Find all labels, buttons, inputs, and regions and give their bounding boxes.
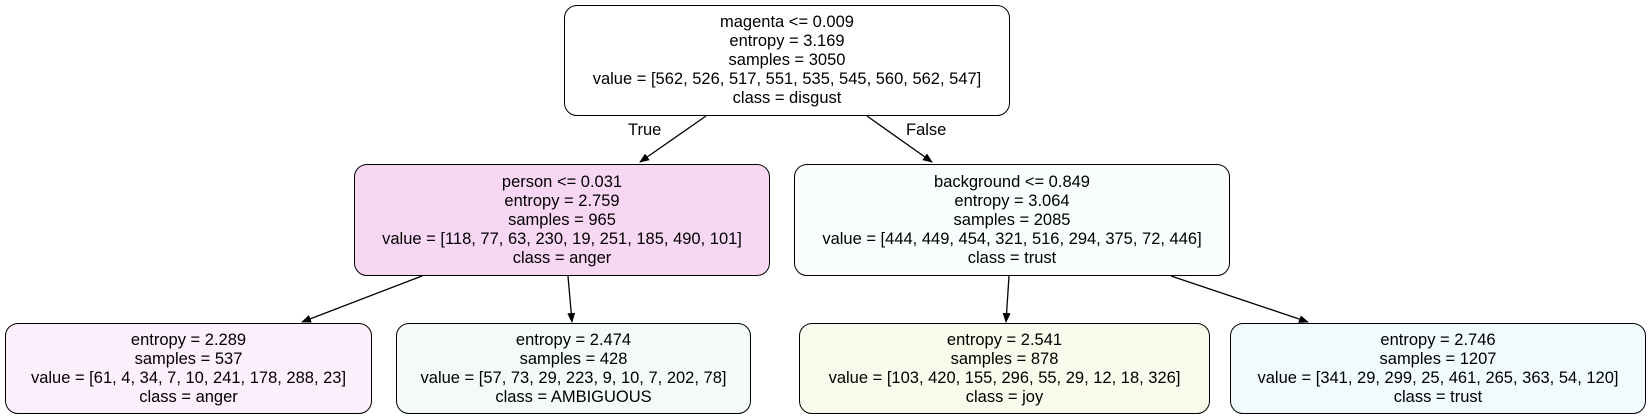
node-class: class = anger <box>139 387 238 406</box>
tree-node-right: background <= 0.849 entropy = 3.064 samp… <box>794 164 1230 276</box>
tree-leaf-left-right: entropy = 2.474 samples = 428 value = [5… <box>396 323 751 414</box>
edge-left-to-left-right <box>567 275 576 323</box>
tree-leaf-right-left: entropy = 2.541 samples = 878 value = [1… <box>799 323 1210 414</box>
node-value: value = [562, 526, 517, 551, 535, 545, 5… <box>592 70 982 88</box>
tree-leaf-left-left: entropy = 2.289 samples = 537 value = [6… <box>5 323 372 414</box>
node-split-condition: magenta <= 0.009 <box>720 13 854 31</box>
node-class: class = trust <box>967 248 1057 267</box>
node-samples: samples = 428 <box>519 349 628 368</box>
tree-leaf-right-right: entropy = 2.746 samples = 1207 value = [… <box>1230 323 1646 414</box>
node-value: value = [57, 73, 29, 223, 9, 10, 7, 202,… <box>420 368 727 387</box>
node-entropy: entropy = 2.759 <box>504 191 620 210</box>
node-value: value = [118, 77, 63, 230, 19, 251, 185,… <box>382 229 742 248</box>
node-value: value = [341, 29, 299, 25, 461, 265, 363… <box>1257 368 1619 387</box>
node-class: class = joy <box>965 387 1044 406</box>
node-entropy: entropy = 3.169 <box>729 32 845 50</box>
node-entropy: entropy = 3.064 <box>954 191 1070 210</box>
node-class: class = disgust <box>732 89 842 107</box>
node-samples: samples = 2085 <box>953 210 1071 229</box>
edge-right-to-right-left <box>1002 275 1011 323</box>
node-value: value = [61, 4, 34, 7, 10, 241, 178, 288… <box>30 368 347 387</box>
node-entropy: entropy = 2.541 <box>946 330 1063 349</box>
node-class: class = trust <box>1393 387 1483 406</box>
node-samples: samples = 1207 <box>1379 349 1497 368</box>
edge-right-to-right-right <box>1170 275 1309 323</box>
node-class: class = AMBIGUOUS <box>495 387 652 406</box>
node-split-condition: person <= 0.031 <box>501 172 623 191</box>
node-samples: samples = 3050 <box>728 51 846 69</box>
node-split-condition: background <= 0.849 <box>934 172 1090 191</box>
node-samples: samples = 878 <box>950 349 1059 368</box>
node-entropy: entropy = 2.746 <box>1380 330 1496 349</box>
node-samples: samples = 965 <box>508 210 616 229</box>
tree-node-root: magenta <= 0.009 entropy = 3.169 samples… <box>564 5 1010 116</box>
node-value: value = [103, 420, 155, 296, 55, 29, 12,… <box>828 368 1181 387</box>
node-class: class = anger <box>512 248 612 267</box>
tree-node-left: person <= 0.031 entropy = 2.759 samples … <box>354 164 770 276</box>
node-value: value = [444, 449, 454, 321, 516, 294, 3… <box>822 229 1202 248</box>
node-samples: samples = 537 <box>134 349 243 368</box>
node-entropy: entropy = 2.474 <box>515 330 632 349</box>
edge-label-true: True <box>628 121 662 139</box>
node-entropy: entropy = 2.289 <box>130 330 247 349</box>
edge-left-to-left-left <box>301 275 423 323</box>
edge-label-false: False <box>906 121 947 139</box>
